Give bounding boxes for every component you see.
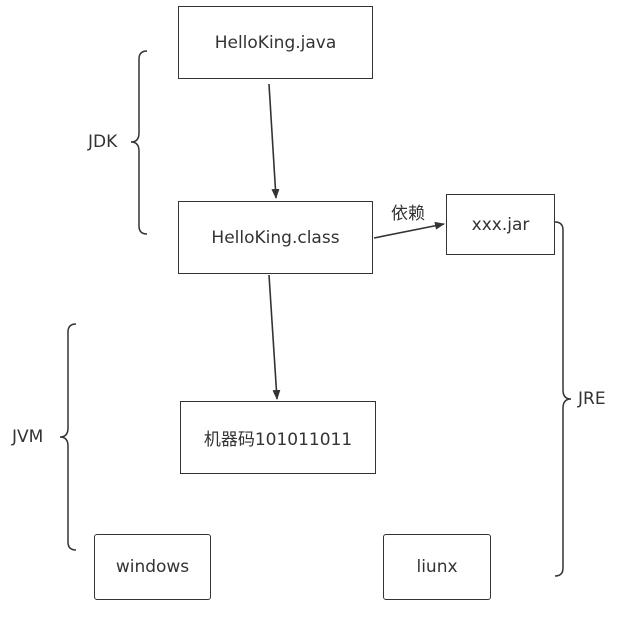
group-label-jdk: JDK <box>88 132 118 152</box>
node-windows: windows <box>94 534 211 600</box>
node-hello-king-class: HelloKing.class <box>178 201 373 274</box>
node-hello-king-java: HelloKing.java <box>178 6 373 79</box>
jre-brace <box>554 221 572 577</box>
edge-label-depends: 依赖 <box>391 204 425 224</box>
node-linux: liunx <box>383 534 491 600</box>
jvm-brace <box>59 323 77 551</box>
node-xxx-jar: xxx.jar <box>446 194 555 255</box>
arrow-class-to-machine <box>268 274 281 400</box>
arrow-class-to-jar <box>373 221 445 239</box>
jdk-brace <box>130 50 148 235</box>
arrow-java-to-class <box>268 83 280 199</box>
group-label-jre: JRE <box>578 389 606 409</box>
group-label-jvm: JVM <box>12 427 44 447</box>
node-machine-code: 机器码101011011 <box>180 401 376 474</box>
